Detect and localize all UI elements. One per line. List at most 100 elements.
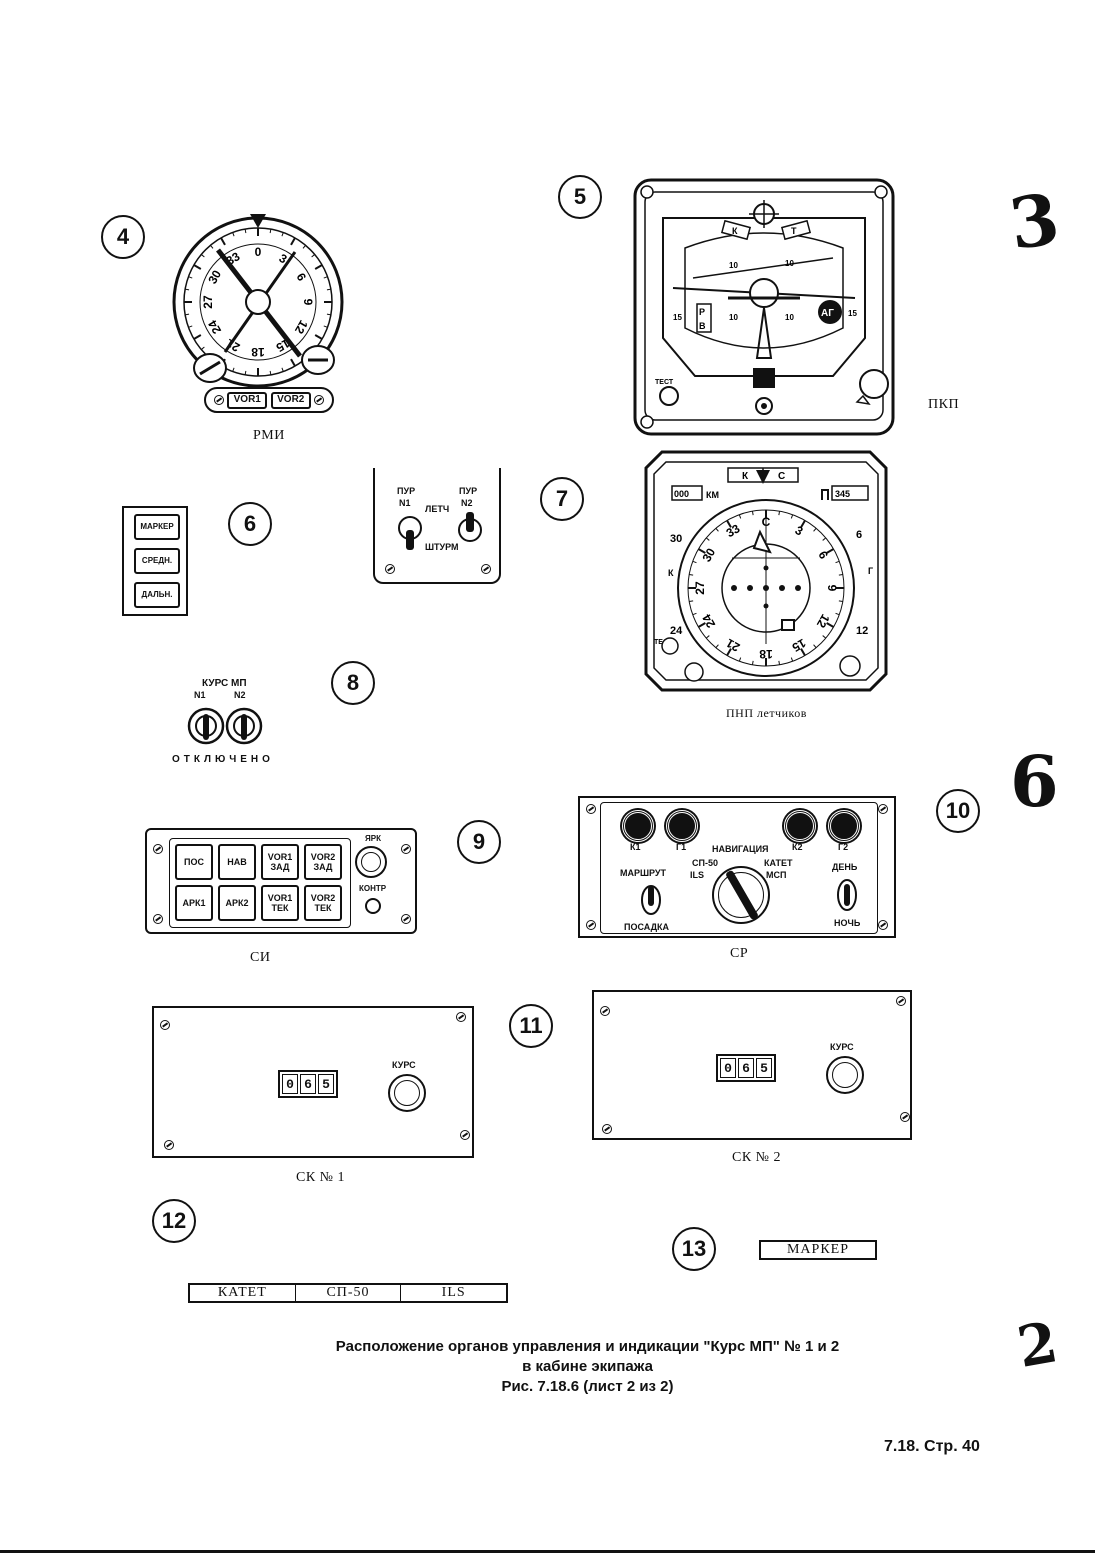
item-number-11: 11 bbox=[509, 1004, 553, 1048]
dial-label: 18 bbox=[759, 647, 773, 661]
kurs-mp-switch-group: КУРС МП N1 N2 ОТКЛЮЧЕНО bbox=[172, 678, 274, 765]
outer-marker-button[interactable]: ДАЛЬН. bbox=[134, 582, 180, 608]
marker-panel: МАРКЕР СРЕДН. ДАЛЬН. bbox=[122, 506, 188, 616]
dial-label: 6 bbox=[815, 549, 831, 562]
rmi-index-icon bbox=[250, 214, 266, 228]
marker-indicator: МАРКЕР bbox=[786, 1242, 850, 1257]
item-number-9: 9 bbox=[457, 820, 501, 864]
pkp-r-label: Р bbox=[699, 307, 705, 317]
pnp-caption: ПНП летчиков bbox=[726, 706, 807, 720]
kurs-mp-title: КУРС МП bbox=[202, 678, 247, 689]
item-number-6: 6 bbox=[228, 502, 272, 546]
sr-caption: СР bbox=[730, 946, 749, 961]
si-caption: СИ bbox=[250, 950, 271, 965]
k1-lamp bbox=[622, 810, 654, 842]
pkp-k-label: К bbox=[732, 226, 738, 236]
svg-text:10: 10 bbox=[729, 313, 738, 322]
svg-text:12: 12 bbox=[856, 625, 868, 637]
item-number-10: 10 bbox=[936, 789, 980, 833]
g1-lamp bbox=[666, 810, 698, 842]
pkp-t-label: Т bbox=[791, 226, 797, 236]
dial-label: 33 bbox=[724, 521, 743, 540]
day-night-toggle[interactable] bbox=[836, 876, 858, 914]
pur-n2-toggle[interactable] bbox=[457, 508, 483, 548]
handwritten-mark-6: 6 bbox=[1010, 740, 1059, 823]
sk1-caption: СК № 1 bbox=[296, 1170, 346, 1185]
mode-indicator-strip: КАТЕТ СП-50 ILS bbox=[188, 1283, 508, 1303]
pkp-ag-label: АГ bbox=[821, 308, 834, 319]
dial-label: 15 bbox=[789, 636, 808, 655]
sr-panel: К1 Г1 К2 Г2 НАВИГАЦИЯ СП-50 ILS КАТЕТ МС… bbox=[578, 796, 896, 938]
sk1-course-knob[interactable] bbox=[388, 1074, 426, 1112]
marker-indicator-strip: МАРКЕР bbox=[759, 1240, 877, 1260]
dial-label: 18 bbox=[251, 345, 265, 359]
svg-text:15: 15 bbox=[673, 313, 682, 322]
item-number-4: 4 bbox=[101, 215, 145, 259]
pnp-course-value: 345 bbox=[835, 489, 850, 499]
dial-label: 27 bbox=[201, 295, 215, 309]
svg-text:Г: Г bbox=[868, 566, 873, 576]
marker-button[interactable]: МАРКЕР bbox=[134, 514, 180, 540]
ils-indicator: ILS bbox=[441, 1285, 466, 1300]
dial-label: 27 bbox=[693, 581, 707, 595]
svg-text:6: 6 bbox=[856, 529, 862, 541]
dial-label: 3 bbox=[793, 523, 806, 539]
item-number-8: 8 bbox=[331, 661, 375, 705]
dial-label: 12 bbox=[292, 318, 311, 337]
route-landing-toggle[interactable] bbox=[640, 882, 662, 918]
dial-label: 24 bbox=[699, 611, 718, 630]
svg-text:10: 10 bbox=[785, 259, 794, 268]
dial-label: 21 bbox=[723, 636, 742, 655]
vor2-button[interactable]: VOR2 bbox=[270, 391, 311, 409]
ark2-button[interactable]: АРК2 bbox=[218, 885, 256, 921]
pnp-km-label: КМ bbox=[706, 490, 719, 500]
dial-label: 0 bbox=[255, 245, 262, 259]
navigation-label: НАВИГАЦИЯ bbox=[712, 844, 769, 854]
ark1-button[interactable]: АРК1 bbox=[175, 885, 213, 921]
brightness-knob[interactable] bbox=[355, 846, 387, 878]
pur-n1-toggle[interactable] bbox=[397, 514, 423, 554]
pnp-dme-value: 000 bbox=[674, 489, 689, 499]
svg-text:30: 30 bbox=[670, 533, 682, 545]
item-number-7: 7 bbox=[540, 477, 584, 521]
middle-marker-button[interactable]: СРЕДН. bbox=[134, 548, 180, 574]
dial-label: 9 bbox=[301, 299, 315, 306]
sk2-course-knob[interactable] bbox=[826, 1056, 864, 1094]
svg-text:15: 15 bbox=[848, 309, 857, 318]
nav-button[interactable]: НАВ bbox=[218, 844, 256, 880]
pkp-v-label: В bbox=[699, 321, 706, 331]
svg-text:24: 24 bbox=[670, 625, 683, 637]
pkp-test-button bbox=[659, 386, 679, 406]
item-number-13: 13 bbox=[672, 1227, 716, 1271]
dial-label: 24 bbox=[205, 317, 224, 336]
svg-text:ТЕС: ТЕС bbox=[654, 639, 668, 646]
pos-button[interactable]: ПОС bbox=[175, 844, 213, 880]
sp50-indicator: СП-50 bbox=[296, 1285, 402, 1301]
pnp-window-k: К bbox=[742, 471, 749, 482]
svg-text:10: 10 bbox=[729, 261, 738, 270]
svg-text:ТЕСТ: ТЕСТ bbox=[655, 379, 674, 386]
katet-indicator: КАТЕТ bbox=[190, 1285, 296, 1301]
dial-label: 6 bbox=[294, 271, 310, 284]
dial-label: 30 bbox=[699, 545, 718, 564]
letch-label: ЛЕТЧ bbox=[425, 504, 450, 514]
figure-number: Рис. 7.18.6 (лист 2 из 2) bbox=[501, 1378, 674, 1395]
pur-switch-panel: ПУР N1 ПУР N2 ЛЕТЧ ШТУРМ bbox=[373, 468, 501, 584]
handwritten-mark-3: 3 bbox=[1004, 177, 1065, 266]
item-number-12: 12 bbox=[152, 1199, 196, 1243]
item-number-5: 5 bbox=[558, 175, 602, 219]
test-button[interactable] bbox=[365, 898, 381, 914]
dial-label: 30 bbox=[205, 267, 224, 286]
sk2-caption: СК № 2 bbox=[732, 1150, 782, 1165]
figure-title-line1: Расположение органов управления и индика… bbox=[335, 1338, 840, 1355]
vor1-button[interactable]: VOR1 bbox=[227, 391, 268, 409]
